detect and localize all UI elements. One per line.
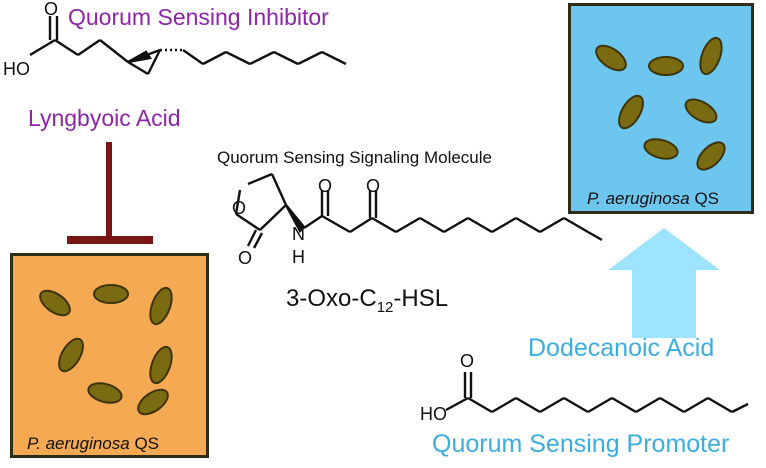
promoter-name: Dodecanoic Acid: [528, 334, 715, 362]
signal-name-prefix: 3-Oxo-C: [286, 285, 377, 312]
promoted-bacteria: [595, 36, 726, 171]
promoted-qs-box: P. aeruginosa QS: [568, 3, 754, 214]
inhibitor-name: Lyngbyoic Acid: [28, 105, 181, 131]
promoted-box-label: P. aeruginosa QS: [587, 190, 719, 207]
bacterium: [149, 286, 173, 326]
inhibition-bar: [67, 142, 153, 244]
bacterium: [595, 44, 627, 72]
bacterium: [149, 345, 173, 385]
inhibitor-acid-label: HO: [3, 59, 30, 79]
inhibited-qs-box: P. aeruginosa QS: [10, 253, 209, 458]
hsl-structure: [234, 172, 603, 249]
bacterium: [137, 388, 169, 416]
promoter-acid-label: HO: [420, 404, 447, 424]
signal-title: Quorum Sensing Signaling Molecule: [217, 148, 492, 167]
nh-label: N: [292, 224, 305, 244]
promoter-title: Quorum Sensing Promoter: [432, 430, 730, 458]
inhibited-species: P. aeruginosa: [27, 434, 130, 453]
inhibited-qs-suffix: QS: [129, 434, 160, 453]
bacterium: [58, 337, 84, 373]
bacterium: [643, 138, 679, 160]
bacterium: [696, 141, 726, 171]
signal-name: 3-Oxo-C12-HSL: [286, 287, 448, 315]
lyngbyoic-acid-structure: [29, 16, 347, 76]
bacterium: [684, 98, 718, 124]
bacterium: [648, 56, 684, 76]
signal-name-suffix: -HSL: [393, 285, 449, 312]
bacterium: [87, 382, 123, 404]
lactone-oxygen-label: O: [238, 248, 253, 268]
inhibited-box-label: P. aeruginosa QS: [27, 435, 159, 452]
dodecanoic-acid-structure: [445, 372, 749, 414]
h-label: H: [292, 247, 305, 267]
promoter-carbonyl-label: O: [460, 351, 475, 371]
amide-oxygen-label: O: [318, 176, 333, 196]
ring-oxygen-label: O: [232, 198, 247, 218]
inhibited-bacteria: [39, 284, 173, 416]
bacterium: [93, 284, 129, 304]
bacterium: [39, 289, 71, 317]
promoted-qs-suffix: QS: [689, 189, 720, 208]
bacterium: [618, 94, 644, 130]
promoted-species: P. aeruginosa: [587, 189, 690, 208]
inhibitor-title: Quorum Sensing Inhibitor: [68, 4, 329, 30]
keto-oxygen-label: O: [366, 176, 381, 196]
promotion-arrow: [608, 228, 720, 338]
signal-name-subscript: 12: [376, 298, 394, 316]
inhibitor-carbonyl-label: O: [44, 0, 59, 19]
bacterium: [699, 36, 723, 76]
